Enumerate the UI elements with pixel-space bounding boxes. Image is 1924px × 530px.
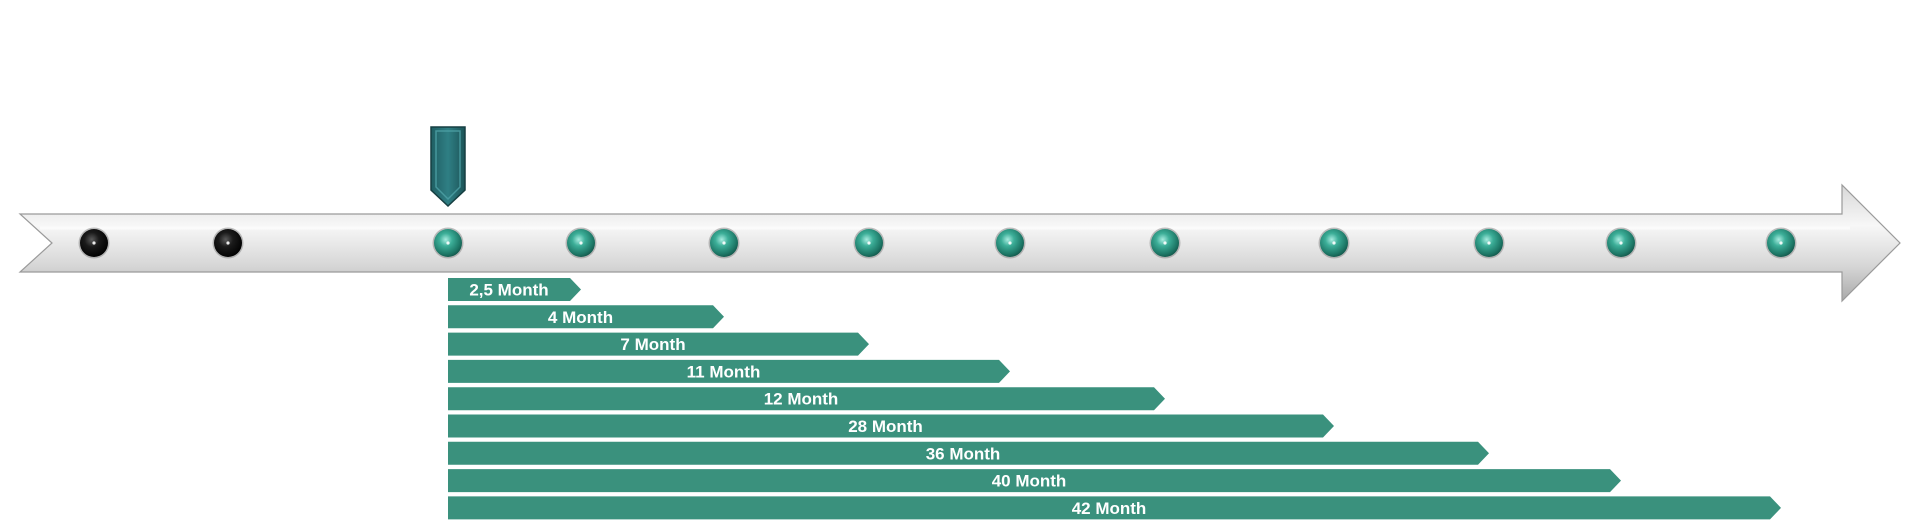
- pentagon-down-marker-icon: [430, 126, 466, 208]
- duration-bar-shape: [448, 387, 1165, 411]
- timeline-dot-past: [78, 227, 110, 259]
- duration-bar-label: 2,5 Month: [469, 281, 548, 300]
- timeline-dot-future: [1605, 227, 1637, 259]
- timeline-dot-future: [1149, 227, 1181, 259]
- timeline-dot-future: [708, 227, 740, 259]
- timeline-dot-future: [1318, 227, 1350, 259]
- timeline-dot-current: [432, 227, 464, 259]
- duration-bar-label: 7 Month: [620, 335, 685, 354]
- duration-bar-shape: [448, 414, 1334, 438]
- duration-bar-label: 36 Month: [926, 444, 1001, 463]
- timeline-dot-future: [994, 227, 1026, 259]
- duration-bar-label: 11 Month: [687, 362, 761, 381]
- duration-bar-shape: [448, 278, 581, 301]
- duration-bar: 36 Month: [448, 441, 1489, 465]
- timeline-dot-future: [853, 227, 885, 259]
- timeline-dot-future: [565, 227, 597, 259]
- duration-bar-shape: [448, 359, 1010, 383]
- duration-bar-shape: [448, 469, 1621, 493]
- duration-bar-shape: [448, 496, 1781, 520]
- current-position-marker: [430, 126, 466, 208]
- timeline-dot-past: [212, 227, 244, 259]
- duration-bar-label: 28 Month: [848, 417, 923, 436]
- duration-bar-label: 42 Month: [1072, 499, 1147, 518]
- duration-bar-label: 40 Month: [992, 472, 1067, 491]
- duration-bar: 7 Month: [448, 332, 869, 356]
- duration-bar: 12 Month: [448, 387, 1165, 411]
- duration-bar-label: 4 Month: [548, 308, 613, 327]
- timeline-dot-future: [1473, 227, 1505, 259]
- duration-bar-shape: [448, 305, 724, 329]
- timeline-dot-future: [1765, 227, 1797, 259]
- timeline-arrow-body: [18, 183, 1901, 303]
- timeline-arrow: [18, 183, 1901, 303]
- duration-bar: 40 Month: [448, 469, 1621, 493]
- duration-bar: 11 Month: [448, 359, 1010, 383]
- duration-bar-shape: [448, 441, 1489, 465]
- duration-bar-label: 12 Month: [764, 390, 839, 409]
- timeline-dots: [78, 227, 1797, 259]
- duration-bar: 4 Month: [448, 305, 724, 329]
- duration-bar: 28 Month: [448, 414, 1334, 438]
- duration-bar: 2,5 Month: [448, 278, 581, 301]
- duration-bar-shape: [448, 332, 869, 356]
- duration-bar: 42 Month: [448, 496, 1781, 520]
